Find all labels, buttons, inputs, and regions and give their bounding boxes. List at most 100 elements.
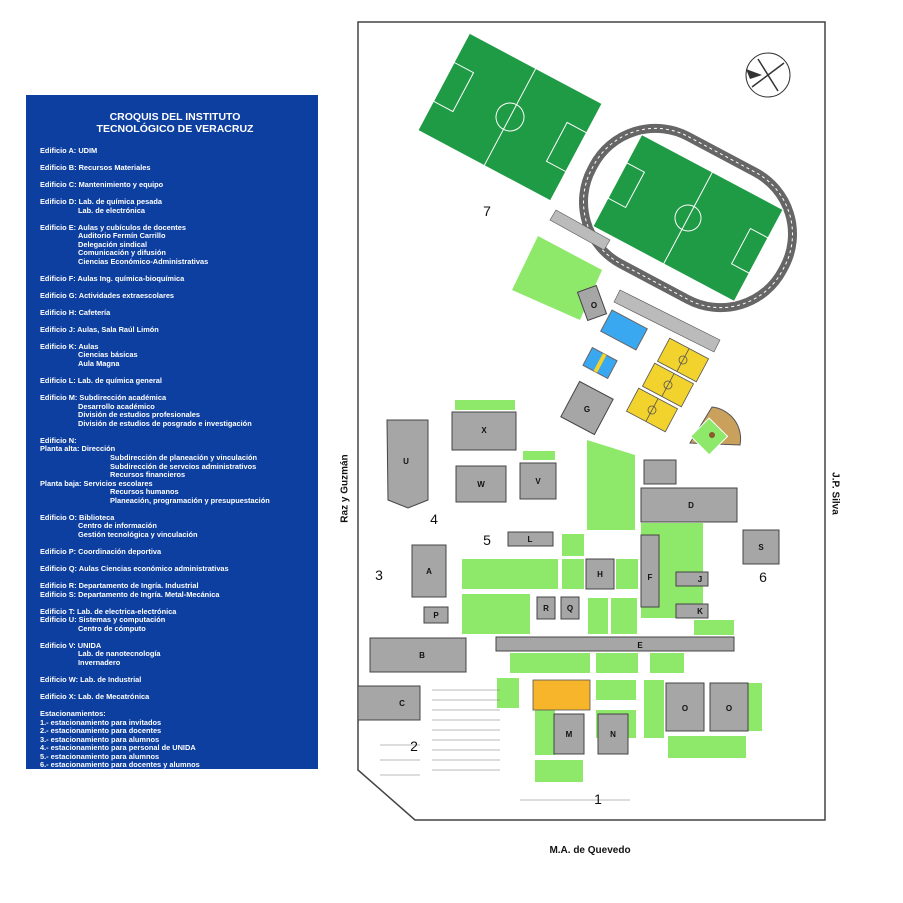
baseball-field (689, 406, 742, 456)
building-u (519, 462, 557, 500)
green-lawn-6 (462, 559, 558, 589)
building-n (553, 713, 585, 755)
green-lawn-1 (455, 400, 515, 410)
label-building-h: H (597, 570, 603, 579)
legend-entry-j: Edificio J: Aulas, Sala Raúl Limón (40, 324, 159, 334)
parking-number-7: 7 (483, 203, 491, 219)
legend-entry-f: Edificio F: Aulas Ing. química-bioquímic… (40, 273, 185, 283)
legend-entry-w: Edificio W: Lab. de Industrial (40, 674, 142, 684)
green-lawn-3 (587, 440, 635, 530)
swimming-pool (600, 309, 648, 351)
building-q (423, 606, 449, 624)
building-a (411, 544, 447, 598)
legend-entry-p: Edificio P: Coordinación deportiva (40, 547, 162, 557)
label-building-p: O (591, 301, 597, 310)
label-building-a: A (426, 567, 432, 576)
legend-entry-e: Edificio E: Aulas y cubículos de docente… (40, 222, 209, 266)
building-o2 (709, 682, 749, 732)
legend-parking: Estacionamientos: 1.- estacionamiento pa… (40, 708, 200, 779)
label-building-f: F (648, 573, 653, 582)
label-building-r: Q (567, 604, 573, 613)
soccer-field-1 (417, 32, 603, 202)
buildings (357, 284, 780, 755)
street-east-label: J.P. Silva (829, 472, 841, 515)
green-lawn-19 (535, 710, 555, 755)
green-lawn-23 (497, 678, 519, 708)
legend-entry-n: Edificio N: Planta alta: Dirección Subdi… (40, 435, 270, 505)
green-lawn-22 (748, 683, 762, 731)
green-lawn-14 (596, 653, 638, 673)
legend-entry-a: Edificio A: UDIM (40, 146, 98, 155)
label-building-m: N (610, 730, 616, 739)
green-lawn-21 (668, 736, 746, 758)
building-e (495, 636, 735, 652)
legend-entry-g: Edificio G: Actividades extraescolares (40, 290, 175, 300)
building-p (576, 284, 608, 322)
parking-number-4: 4 (430, 511, 438, 527)
court-2 (641, 362, 695, 408)
parking-number-3: 3 (375, 567, 383, 583)
label-building-e: E (637, 641, 643, 650)
building-o1 (665, 682, 705, 732)
green-lawn-16 (596, 680, 636, 700)
label-building-o1: O (682, 704, 688, 713)
legend-entry-d: Edificio D: Lab. de química pesada Lab. … (40, 196, 162, 215)
building-x (451, 411, 517, 451)
label-building-s: R (543, 604, 549, 613)
green-lawn-9 (462, 594, 530, 634)
legend-entry-o: Edificio O: Biblioteca Centro de informa… (40, 512, 198, 540)
label-building-q: P (433, 611, 439, 620)
green-lawn-18 (644, 680, 664, 738)
green-lawn-10 (588, 598, 608, 634)
building-s (536, 596, 556, 620)
legend-entry-x: Edificio X: Lab. de Mecatrónica (40, 691, 150, 701)
green-lawn-20 (535, 760, 583, 782)
label-building-w: W (477, 480, 485, 489)
label-building-x: X (481, 426, 487, 435)
label-building-k: K (697, 607, 703, 616)
court-3 (625, 387, 679, 433)
green-lawn-13 (510, 653, 590, 673)
label-building-n: M (566, 730, 573, 739)
legend-entry-c: Edificio C: Mantenimiento y equipo (40, 179, 164, 189)
parking-number-1: 1 (594, 791, 602, 807)
building-w (455, 465, 507, 503)
running-track (579, 123, 797, 313)
label-building-c: C (399, 699, 405, 708)
green-lawn-12 (694, 620, 734, 635)
building-k (675, 603, 709, 619)
building-r (560, 596, 580, 620)
label-building-o2: O (726, 704, 732, 713)
label-building-t: S (758, 543, 764, 552)
parking-number-6: 6 (759, 569, 767, 585)
label-building-d: D (688, 501, 694, 510)
building-l (507, 531, 554, 547)
street-south-label: M.A. de Quevedo (549, 845, 631, 856)
legend-entry-k: Edificio K: Aulas Ciencias básicas Aula … (40, 341, 138, 369)
building-h (585, 558, 615, 590)
label-building-u: V (535, 477, 541, 486)
building-d (640, 487, 738, 523)
small-pool (582, 346, 618, 380)
legend-entry-rs: Edificio R: Departamento de Ingría. Indu… (40, 581, 220, 599)
legend-entry-v: Edificio V: UNIDA Lab. de nanotecnología… (40, 640, 161, 667)
green-lawn-15 (650, 653, 684, 673)
green-lawn-7 (562, 559, 584, 589)
building-b (369, 637, 467, 673)
green-lawn-11 (611, 598, 637, 634)
building-c (357, 685, 421, 721)
green-lawn-2 (523, 451, 555, 460)
label-building-l: L (528, 535, 533, 544)
legend-title: CROQUIS DEL INSTITUTO TECNOLÓGICO DE VER… (96, 111, 254, 135)
building-g (560, 380, 614, 436)
label-building-j: J (698, 575, 702, 584)
legend-entry-l: Edificio L: Lab. de química general (40, 376, 162, 385)
building-t (742, 529, 780, 565)
label-building-b: B (419, 651, 425, 660)
legend-entry-b: Edificio B: Recursos Materiales (40, 162, 151, 172)
stands (549, 209, 721, 353)
parking-number-2: 2 (410, 738, 418, 754)
label-building-v: U (403, 457, 409, 466)
basketball-courts (625, 337, 710, 433)
building-small (643, 459, 677, 485)
